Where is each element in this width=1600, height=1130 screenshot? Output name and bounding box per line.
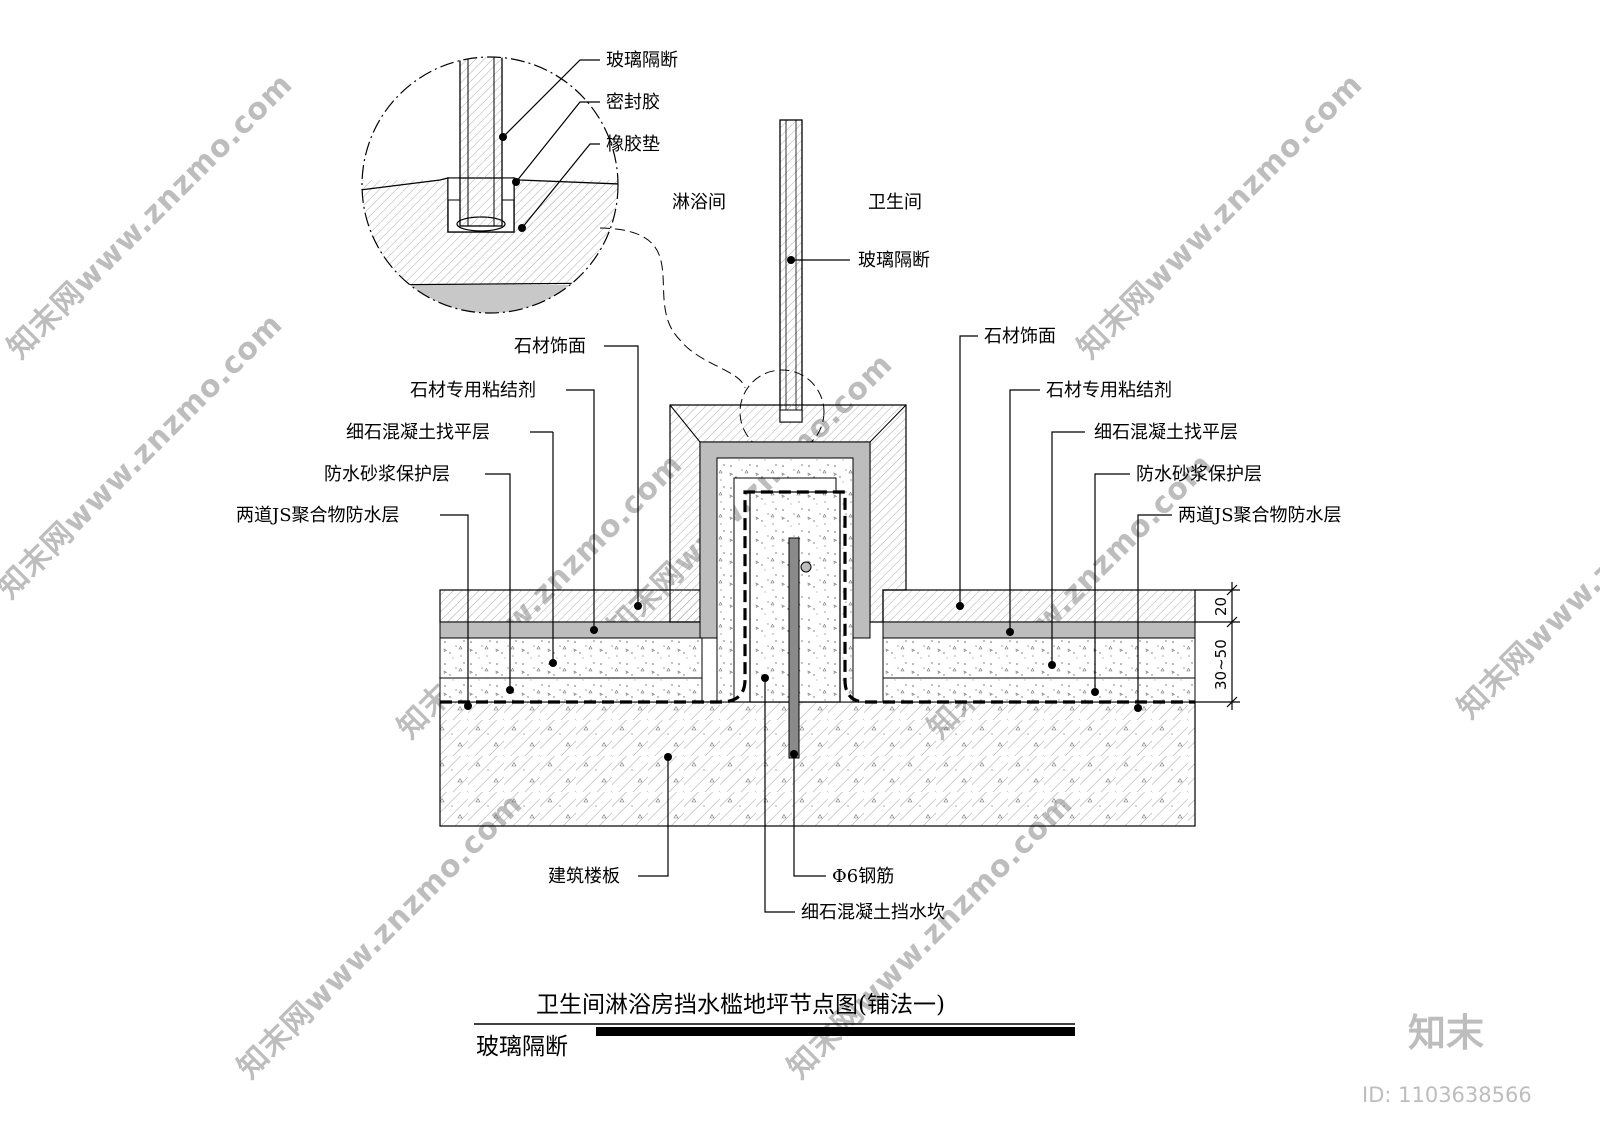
label-left-stone-finish: 石材饰面 — [514, 336, 586, 357]
brand-mark: 知末 ID: 1103638566 — [1362, 1011, 1532, 1107]
label-glass-partition: 玻璃隔断 — [858, 250, 930, 271]
label-left-waterproof: 两道JS聚合物防水层 — [236, 505, 400, 526]
watermark-text: 知末网www.znzmo.com — [0, 307, 290, 606]
watermark-text: 知末网www.znzmo.com — [1071, 67, 1370, 366]
label-right-stone-adhesive: 石材专用粘结剂 — [1046, 380, 1172, 401]
label-right-mortar: 防水砂浆保护层 — [1136, 464, 1262, 485]
dim-lower: 30~50 — [1212, 639, 1230, 690]
labels: 玻璃隔断 密封胶 橡胶垫 淋浴间 卫生间 玻璃隔断 石材饰面 石材专用粘结剂 细… — [236, 50, 1342, 923]
label-rebar: Φ6钢筋 — [832, 866, 894, 887]
drawing-title: 卫生间淋浴房挡水槛地坪节点图(铺法一) — [536, 992, 945, 1018]
watermark-text: 知末网www.znzmo.com — [1451, 427, 1600, 726]
leader-lines — [440, 59, 1172, 913]
image-id: ID: 1103638566 — [1362, 1083, 1532, 1107]
label-left-mortar: 防水砂浆保护层 — [324, 464, 450, 485]
label-toilet-room: 卫生间 — [868, 192, 922, 213]
label-right-waterproof: 两道JS聚合物防水层 — [1178, 505, 1342, 526]
section-main — [439, 119, 1196, 827]
drawing-subtitle: 玻璃隔断 — [476, 1034, 568, 1060]
brand-logo: 知末 — [1408, 1011, 1484, 1055]
title-block: 卫生间淋浴房挡水槛地坪节点图(铺法一) 玻璃隔断 — [474, 992, 1075, 1060]
label-right-leveling: 细石混凝土找平层 — [1094, 422, 1238, 443]
label-detail-gasket: 橡胶垫 — [606, 134, 660, 155]
label-right-stone-finish: 石材饰面 — [984, 326, 1056, 347]
dim-upper: 20 — [1212, 597, 1230, 616]
label-left-leveling: 细石混凝土找平层 — [346, 422, 490, 443]
label-detail-glass: 玻璃隔断 — [606, 50, 678, 71]
label-floor-slab: 建筑楼板 — [548, 866, 620, 887]
label-curb: 细石混凝土挡水坎 — [801, 902, 945, 923]
label-shower-room: 淋浴间 — [672, 192, 726, 213]
watermark-text: 知末网www.znzmo.com — [781, 787, 1080, 1086]
label-detail-sealant: 密封胶 — [606, 92, 660, 113]
label-left-stone-adhesive: 石材专用粘结剂 — [410, 380, 536, 401]
dimension-lines: 20 30~50 — [1195, 582, 1240, 710]
